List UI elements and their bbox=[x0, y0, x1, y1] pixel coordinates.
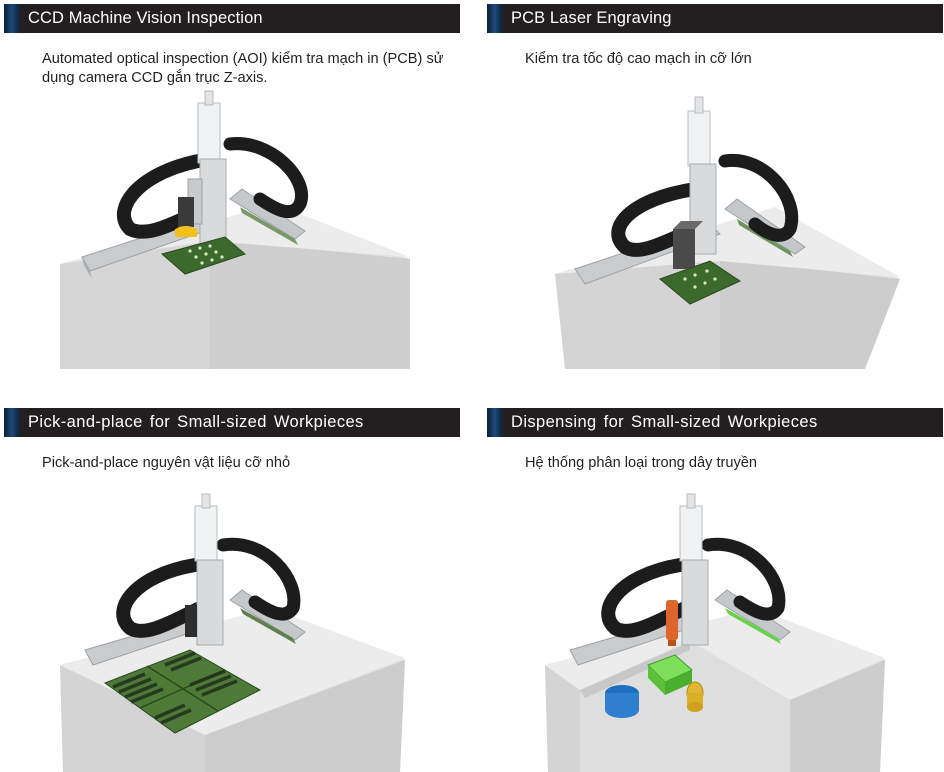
section-title: Dispensing for Small-sized Workpieces bbox=[511, 413, 818, 431]
section-description: Kiểm tra tốc độ cao mạch in cỡ lớn bbox=[525, 51, 752, 67]
panel-ccd-machine-vision: CCD Machine Vision Inspection Automated … bbox=[4, 4, 460, 369]
gantry-robot-illustration bbox=[55, 490, 415, 772]
header-accent bbox=[487, 408, 504, 437]
header-accent bbox=[4, 4, 21, 33]
header-accent bbox=[4, 408, 21, 437]
section-description: Automated optical inspection (AOI) kiểm … bbox=[42, 51, 444, 86]
header-accent bbox=[487, 4, 504, 33]
section-header: Pick-and-place for Small-sized Workpiece… bbox=[4, 408, 460, 437]
panel-dispensing: Dispensing for Small-sized Workpieces Hệ… bbox=[487, 408, 943, 772]
section-title: PCB Laser Engraving bbox=[511, 9, 672, 27]
section-header: PCB Laser Engraving bbox=[487, 4, 943, 33]
gantry-robot-illustration bbox=[545, 89, 905, 369]
section-title: CCD Machine Vision Inspection bbox=[28, 9, 263, 27]
section-description: Pick-and-place nguyên vật liệu cỡ nhỏ bbox=[42, 455, 291, 471]
section-title: Pick-and-place for Small-sized Workpiece… bbox=[28, 413, 364, 431]
section-header: Dispensing for Small-sized Workpieces bbox=[487, 408, 943, 437]
gantry-robot-illustration bbox=[60, 89, 410, 369]
panel-pick-and-place: Pick-and-place for Small-sized Workpiece… bbox=[4, 408, 460, 772]
section-description: Hệ thống phân loại trong dây truyền bbox=[525, 455, 758, 471]
gantry-robot-illustration bbox=[540, 490, 900, 772]
panel-pcb-laser-engraving: PCB Laser Engraving Kiểm tra tốc độ cao … bbox=[487, 4, 943, 369]
section-header: CCD Machine Vision Inspection bbox=[4, 4, 460, 33]
